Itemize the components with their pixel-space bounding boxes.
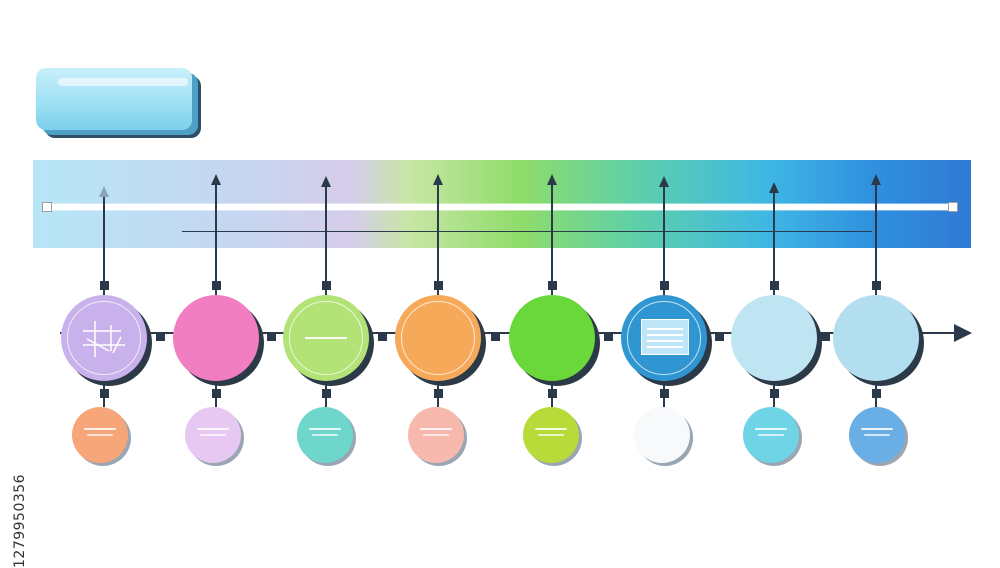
connector-square <box>770 389 779 398</box>
arrowhead-up-icon <box>871 174 881 185</box>
step-node-8 <box>833 295 919 381</box>
ring-icon <box>67 301 141 375</box>
timeline-square <box>604 332 613 341</box>
sub-node-6 <box>634 407 690 463</box>
connector-square <box>434 389 443 398</box>
placeholder-text-line <box>864 434 890 436</box>
sub-node-8 <box>849 407 905 463</box>
placeholder-text-line <box>84 428 116 430</box>
placeholder-text-line <box>420 428 452 430</box>
placeholder-text-line <box>755 428 787 430</box>
placeholder-text-line <box>312 434 338 436</box>
document-icon <box>641 319 689 355</box>
sub-node-3 <box>297 407 353 463</box>
ring-icon <box>289 301 363 375</box>
connector-square <box>212 281 221 290</box>
placeholder-text-line <box>423 434 449 436</box>
connector-square <box>660 281 669 290</box>
node-connector-line <box>437 182 439 295</box>
node-connector-line <box>663 184 665 295</box>
placeholder-text-line <box>535 428 567 430</box>
sub-node-1 <box>72 407 128 463</box>
title-placeholder-box <box>36 68 192 130</box>
sub-node-4 <box>408 407 464 463</box>
connector-square <box>770 281 779 290</box>
timeline-square <box>491 332 500 341</box>
timeline-square <box>378 332 387 341</box>
step-node-6 <box>621 295 707 381</box>
connector-square <box>100 281 109 290</box>
arrowhead-up-icon <box>99 186 109 197</box>
dash-icon <box>305 337 347 339</box>
placeholder-text-line <box>87 434 113 436</box>
connector-square <box>548 281 557 290</box>
node-connector-line <box>875 182 877 295</box>
timeline-square <box>156 332 165 341</box>
timeline-axis <box>60 332 956 334</box>
step-node-5 <box>509 295 595 381</box>
connector-square <box>434 281 443 290</box>
connector-square <box>322 281 331 290</box>
timeline-square <box>715 332 724 341</box>
sub-node-2 <box>185 407 241 463</box>
timeline-square <box>267 332 276 341</box>
placeholder-text-line <box>200 434 226 436</box>
sub-node-5 <box>523 407 579 463</box>
step-node-4 <box>395 295 481 381</box>
node-connector-line <box>773 190 775 295</box>
connector-square <box>100 389 109 398</box>
connector-square <box>872 389 881 398</box>
ring-icon <box>627 301 701 375</box>
connector-square <box>660 389 669 398</box>
step-node-7 <box>731 295 817 381</box>
stock-id-text: 1279950356 <box>12 473 28 568</box>
arrowhead-up-icon <box>659 176 669 187</box>
arrowhead-up-icon <box>211 174 221 185</box>
node-connector-line <box>325 184 327 295</box>
node-connector-line <box>551 182 553 295</box>
ring-icon <box>401 301 475 375</box>
connector-square <box>872 281 881 290</box>
connector-square <box>212 389 221 398</box>
step-node-3 <box>283 295 369 381</box>
arrowhead-up-icon <box>547 174 557 185</box>
placeholder-text-line <box>309 428 341 430</box>
placeholder-text-line <box>538 434 564 436</box>
connector-square <box>322 389 331 398</box>
arrowhead-up-icon <box>433 174 443 185</box>
placeholder-text-line <box>861 428 893 430</box>
connector-square <box>548 389 557 398</box>
band-white-line <box>42 202 958 212</box>
step-node-1 <box>61 295 147 381</box>
timeline-square <box>821 332 830 341</box>
placeholder-text-line <box>758 434 784 436</box>
sub-node-7 <box>743 407 799 463</box>
network-icon <box>83 321 125 357</box>
placeholder-text-line <box>197 428 229 430</box>
arrowhead-up-icon <box>321 176 331 187</box>
timeline-arrowhead <box>954 324 972 342</box>
node-connector-line <box>103 194 105 295</box>
band-dark-rule <box>182 231 872 232</box>
arrowhead-up-icon <box>769 182 779 193</box>
node-connector-line <box>215 182 217 295</box>
step-node-2 <box>173 295 259 381</box>
title-box-highlight <box>58 78 188 86</box>
